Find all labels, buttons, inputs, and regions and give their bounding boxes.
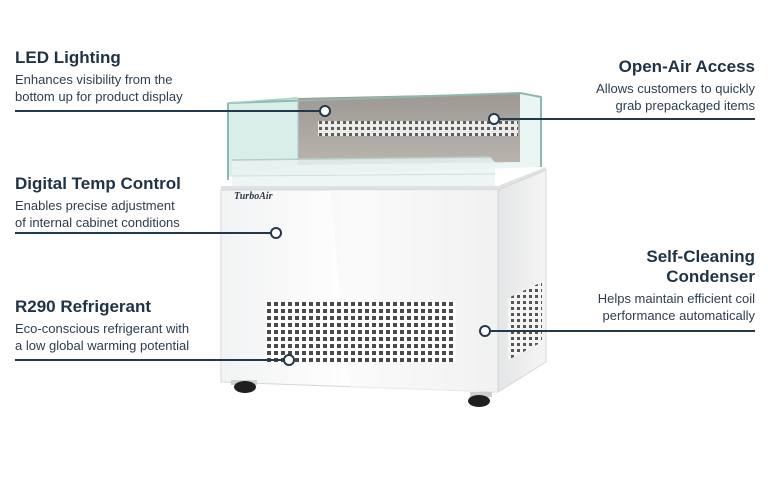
refrigerant-desc-line1: Eco-conscious refrigerant with [15, 321, 190, 336]
led-lighting-desc: Enhances visibility from the bottom up f… [15, 71, 183, 105]
digital-temp-desc: Enables precise adjustment of internal c… [15, 197, 181, 231]
led-lighting-callout: LED Lighting Enhances visibility from th… [15, 48, 183, 105]
refrigerant-title: R290 Refrigerant [15, 297, 152, 316]
temp-connector-line [15, 232, 275, 234]
led-connector-line [15, 110, 325, 112]
refrigerant-desc-line2: a low global warming potential [15, 338, 190, 353]
digital-temp-callout: Digital Temp Control Enables precise adj… [15, 174, 181, 231]
open-air-desc: Allows customers to quickly grab prepack… [596, 80, 755, 114]
open-air-title: Open-Air Access [618, 57, 755, 76]
condenser-desc-line2: performance automatically [602, 308, 755, 323]
open-air-desc-line1: Allows customers to quickly [596, 81, 755, 96]
led-lighting-desc-line2: bottom up for product display [15, 89, 183, 104]
condenser-callout-dot [479, 325, 491, 337]
open-air-connector-line [493, 118, 755, 120]
condenser-connector-line [484, 330, 755, 332]
refrigerant-desc: Eco-conscious refrigerant with a low glo… [15, 320, 189, 354]
condenser-desc: Helps maintain efficient coil performanc… [598, 290, 755, 324]
led-callout-dot [319, 105, 331, 117]
condenser-title-line2: Condenser [666, 267, 755, 286]
condenser-title-line1: Self-Cleaning [646, 247, 755, 266]
digital-temp-desc-line2: of internal cabinet conditions [15, 215, 180, 230]
casters [231, 380, 492, 407]
temp-callout-dot [270, 227, 282, 239]
cabinet-body [220, 169, 547, 393]
refrigerant-callout-dot [283, 354, 295, 366]
led-lighting-desc-line1: Enhances visibility from the [15, 72, 173, 87]
condenser-callout: Self-Cleaning Condenser Helps maintain e… [598, 247, 755, 324]
digital-temp-title: Digital Temp Control [15, 174, 181, 193]
open-air-callout-dot [488, 113, 500, 125]
open-air-callout: Open-Air Access Allows customers to quic… [596, 57, 755, 114]
condenser-desc-line1: Helps maintain efficient coil [597, 291, 755, 306]
refrigerant-connector-line [15, 359, 288, 361]
condenser-title: Self-Cleaning Condenser [598, 247, 755, 287]
digital-temp-desc-line1: Enables precise adjustment [15, 198, 175, 213]
open-air-desc-line2: grab prepackaged items [615, 98, 755, 113]
glass-display-case [227, 91, 542, 189]
led-lighting-title: LED Lighting [15, 48, 121, 67]
refrigerant-callout: R290 Refrigerant Eco-conscious refrigera… [15, 297, 189, 354]
brand-logo: TurboAir [234, 191, 273, 202]
